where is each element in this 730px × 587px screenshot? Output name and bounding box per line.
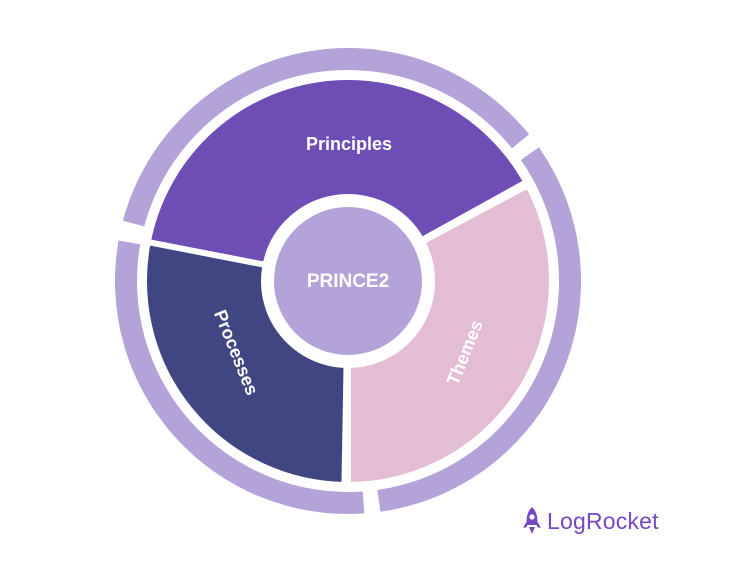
logrocket-logo: LogRocket [522, 504, 659, 538]
outer-ring-principles [122, 48, 530, 227]
segment-label-principles: Principles [306, 134, 392, 154]
rocket-icon [523, 507, 541, 534]
center-label: PRINCE2 [307, 271, 389, 292]
brand-name: LogRocket [547, 507, 659, 534]
center-circle [262, 195, 434, 367]
outer-ring-themes [377, 147, 581, 512]
